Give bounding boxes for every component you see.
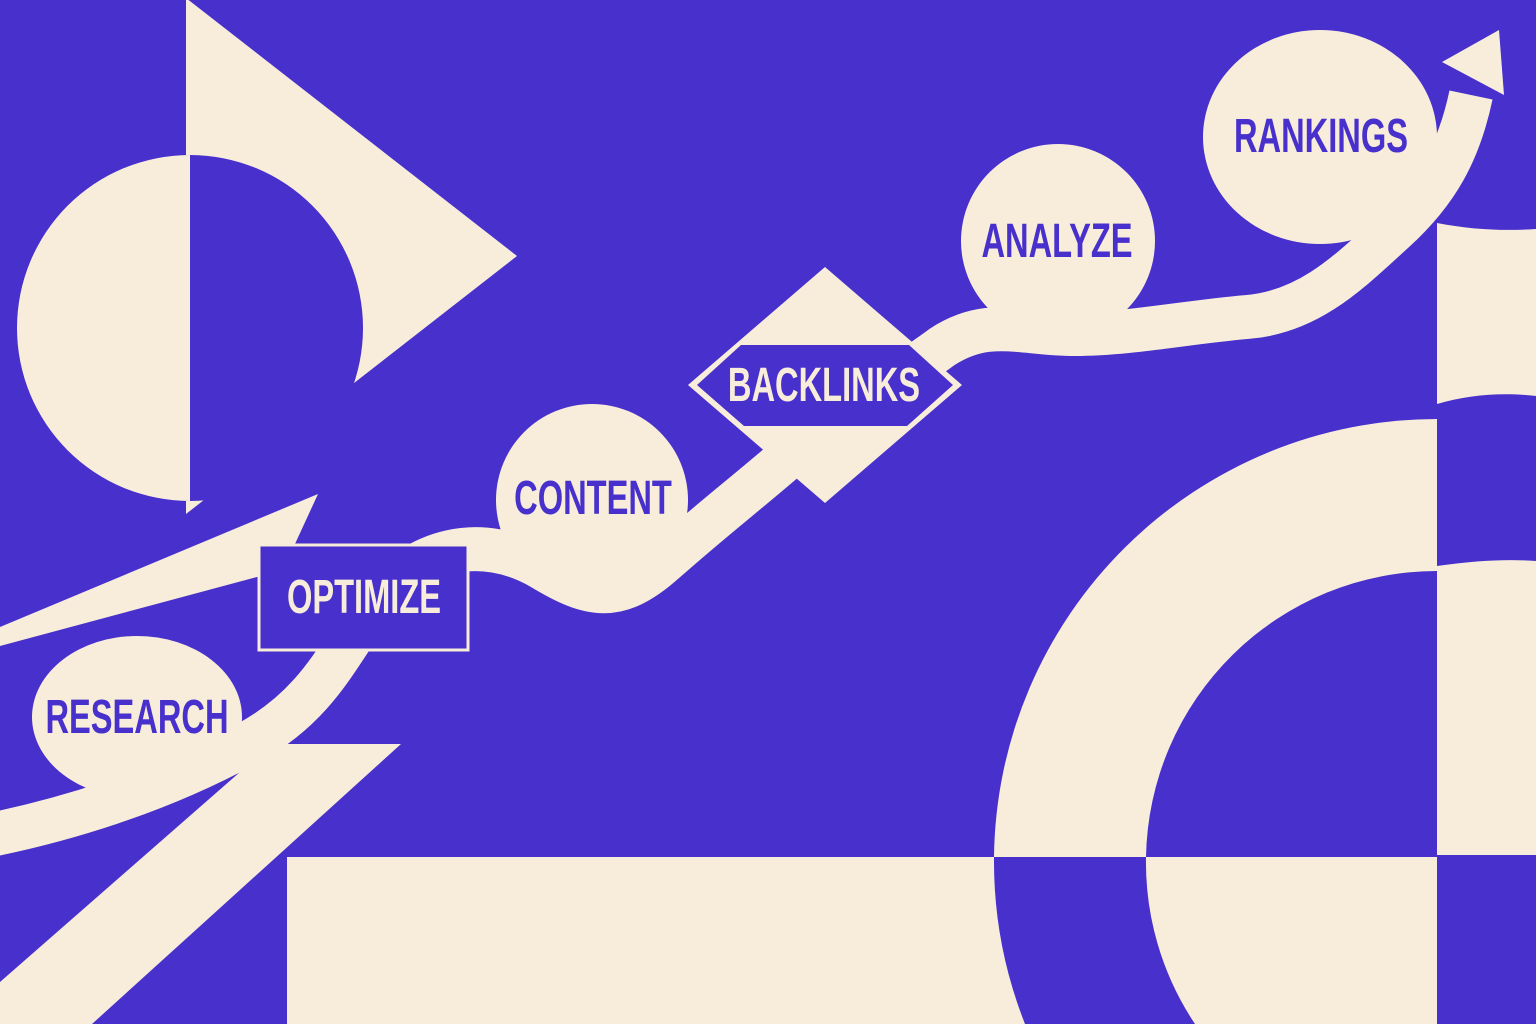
split-circle-cream-half: [17, 155, 190, 501]
growth-path-line: [0, 90, 1493, 856]
node-content: CONTENT: [496, 404, 688, 596]
optimize-box: [257, 543, 470, 652]
checker-cell-middle: [1437, 560, 1536, 855]
rankings-label: RANKINGS: [1234, 109, 1408, 163]
node-optimize: OPTIMIZE: [257, 543, 470, 652]
bottom-band-shape: [287, 857, 1025, 1024]
optimize-label: OPTIMIZE: [287, 570, 441, 624]
research-ellipse: [32, 636, 242, 798]
node-analyze: ANALYZE: [961, 144, 1155, 338]
speed-line-shape: [1105, 318, 1243, 333]
backlinks-band: [697, 345, 953, 426]
checker-cell-top: [1437, 223, 1536, 404]
diagonal-stripe-shape: [0, 744, 401, 1024]
rankings-circle: [1203, 30, 1437, 244]
analyze-circle: [961, 144, 1155, 338]
ring-core-shape: [1145, 857, 1437, 1024]
growth-arrow-icon: [1442, 30, 1504, 95]
backlinks-label: BACKLINKS: [728, 358, 920, 412]
node-research: RESEARCH: [32, 636, 242, 798]
content-label: CONTENT: [514, 471, 672, 525]
node-rankings: RANKINGS: [1203, 30, 1437, 244]
ring-quarter-shape: [994, 419, 1437, 857]
analyze-label: ANALYZE: [981, 214, 1132, 268]
node-backlinks: BACKLINKS: [688, 267, 962, 503]
research-label: RESEARCH: [45, 690, 228, 744]
thin-wedge-shape: [0, 494, 318, 646]
content-circle: [496, 404, 688, 596]
